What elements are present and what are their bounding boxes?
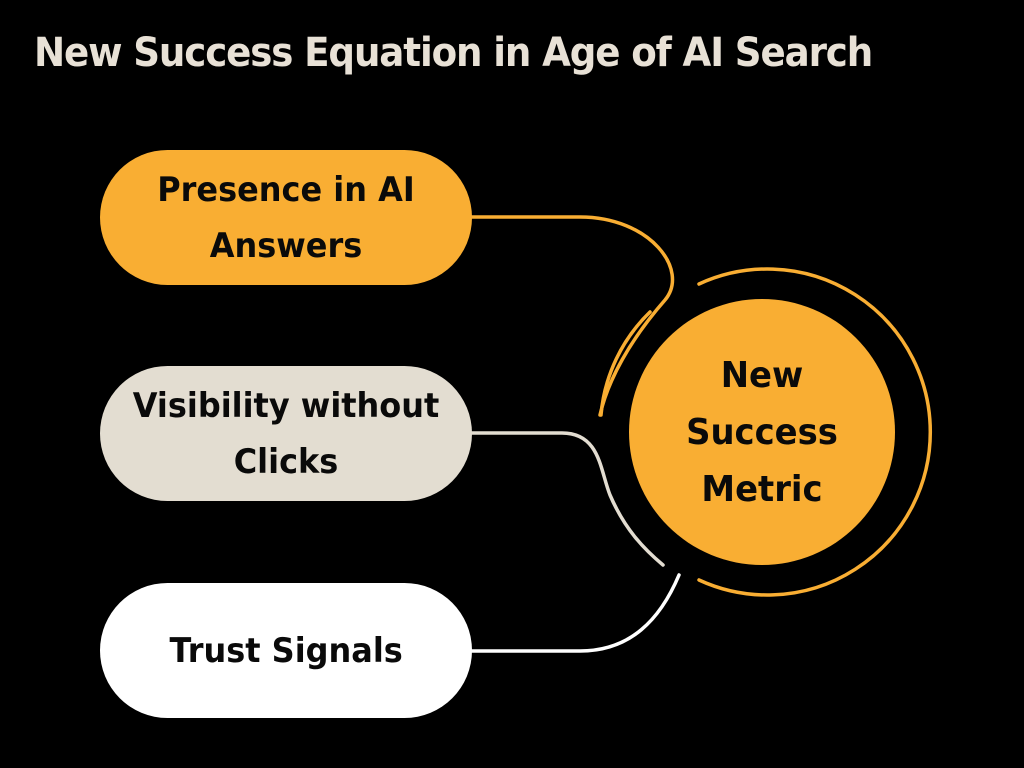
center-label: New Success Metric bbox=[686, 354, 838, 510]
connector-visibility bbox=[470, 431, 665, 567]
page-title: New Success Equation in Age of AI Search bbox=[34, 30, 873, 76]
factor-label: Trust Signals bbox=[169, 630, 403, 671]
connector-presence bbox=[470, 215, 675, 417]
factor-label: Presence in AI Answers bbox=[157, 169, 415, 266]
outer-ring-arc-top-right bbox=[697, 267, 933, 597]
connector-trust bbox=[470, 573, 681, 653]
factor-visibility-without-clicks: Visibility without Clicks bbox=[100, 366, 472, 501]
factor-trust-signals: Trust Signals bbox=[100, 583, 472, 718]
factor-presence-in-ai-answers: Presence in AI Answers bbox=[100, 150, 472, 285]
center-node-new-success-metric: New Success Metric bbox=[629, 299, 895, 565]
factor-label: Visibility without Clicks bbox=[132, 385, 440, 482]
